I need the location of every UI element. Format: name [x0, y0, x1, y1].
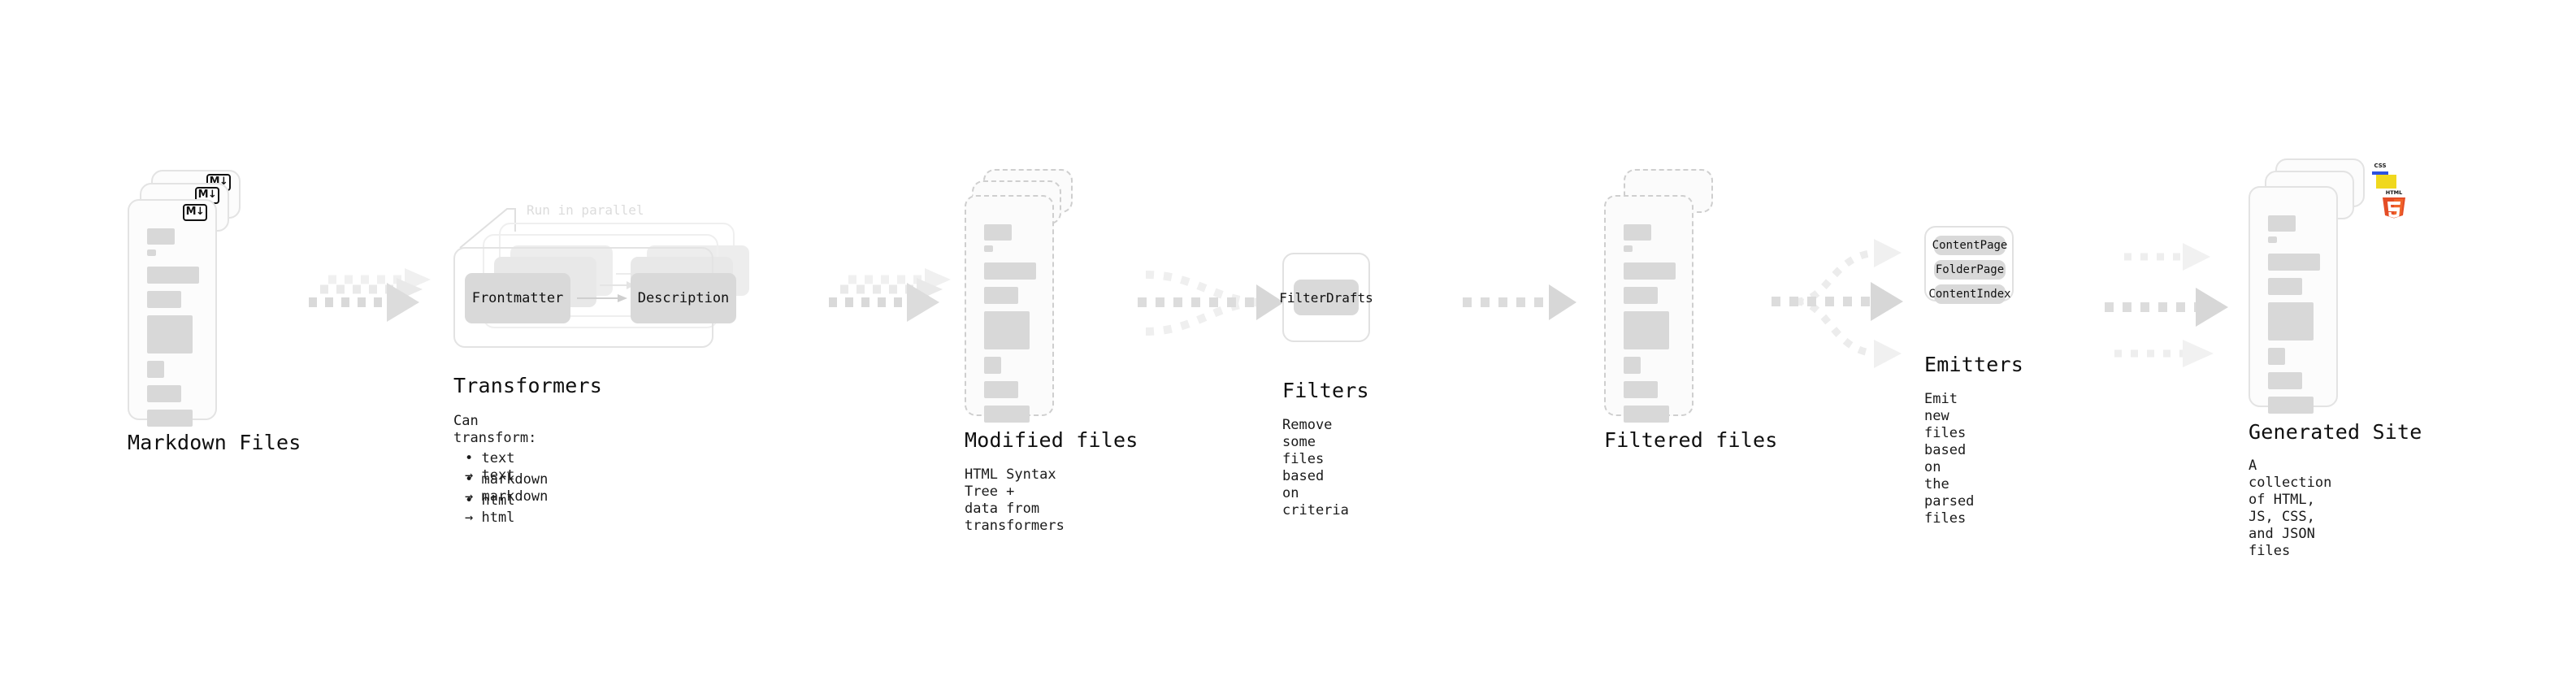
doc-line — [2268, 215, 2296, 232]
transformer-arrow-front — [577, 294, 627, 302]
doc-line — [147, 291, 182, 308]
stage-title-modified-files: Modified files — [965, 428, 1138, 452]
css3-badge: CSS — [2372, 163, 2388, 175]
doc-line — [2268, 302, 2314, 340]
doc-line — [1624, 381, 1659, 398]
doc-line — [2268, 236, 2277, 243]
doc-line — [147, 410, 193, 427]
modified-card-front — [965, 195, 1054, 423]
doc-line — [2268, 397, 2314, 414]
doc-line — [147, 361, 165, 378]
transformer-chip-description-label: Description — [637, 290, 730, 306]
stage-title-transformers: Transformers — [453, 374, 603, 397]
markdown-card-front — [128, 199, 217, 427]
transformers-bullet-3: • html → html — [465, 492, 515, 526]
doc-line — [2268, 372, 2303, 389]
stage-title-emitters: Emitters — [1924, 353, 2024, 376]
markdown-card-content — [147, 228, 199, 434]
transformer-chip-frontmatter-label: Frontmatter — [471, 290, 564, 306]
connector-filtered-to-emitters — [1772, 239, 1903, 368]
connector-emitters-to-site — [2105, 243, 2228, 367]
filters-desc: Remove some files based on criteria — [1282, 417, 1349, 518]
emitters-chip-contentindex-label: ContentIndex — [1928, 288, 2011, 301]
filters-chip-filterdrafts[interactable]: FilterDrafts — [1279, 280, 1373, 315]
doc-line — [984, 381, 1019, 398]
emitters-chip-contentindex[interactable]: ContentIndex — [1928, 284, 2011, 304]
transformer-chip-frontmatter[interactable]: Frontmatter — [465, 273, 570, 323]
doc-line — [2268, 348, 2286, 365]
emitters-chip-contentpage[interactable]: ContentPage — [1932, 236, 2008, 255]
javascript-badge — [2376, 175, 2396, 189]
doc-line — [984, 357, 1002, 374]
doc-line — [984, 224, 1012, 241]
generated-card-front — [2249, 186, 2338, 414]
filters-chip-filterdrafts-label: FilterDrafts — [1279, 289, 1373, 306]
emitters-chip-contentpage-label: ContentPage — [1932, 239, 2008, 252]
doc-line — [1624, 311, 1669, 349]
connector-filters-to-filtered — [1463, 284, 1576, 320]
doc-line — [147, 385, 182, 402]
doc-line — [2268, 278, 2303, 295]
doc-line — [984, 406, 1030, 423]
connector-markdown-to-transformers — [309, 268, 431, 322]
connector-transformers-to-modified — [829, 268, 951, 322]
transformer-chip-description[interactable]: Description — [631, 273, 736, 323]
transformers-bullet-3-label: html → html — [465, 492, 515, 526]
doc-line — [1624, 406, 1669, 423]
generated-site-desc: A collection of HTML, JS, CSS, and JSON … — [2249, 458, 2332, 559]
doc-line — [1624, 245, 1633, 252]
emitters-chip-folderpage[interactable]: FolderPage — [1934, 260, 2006, 280]
doc-line — [147, 249, 156, 256]
modified-card-content — [984, 224, 1036, 430]
connector-modified-to-filters — [1138, 271, 1284, 336]
doc-line — [984, 245, 993, 252]
markdown-badge-front: M↓ — [183, 204, 207, 221]
svg-text:HTML: HTML — [2386, 189, 2402, 196]
doc-line — [984, 262, 1036, 280]
filtered-card-content — [1624, 224, 1676, 430]
doc-line — [1624, 262, 1676, 280]
stage-title-generated-site: Generated Site — [2249, 420, 2422, 444]
generated-card-content — [2268, 215, 2320, 421]
transformers-bullet-2: • markdown → markdown — [465, 471, 549, 505]
doc-line — [147, 228, 175, 245]
run-in-parallel-leader — [459, 208, 516, 249]
doc-line — [147, 315, 193, 354]
doc-line — [2268, 254, 2320, 271]
transformers-desc: Can transform: — [453, 413, 537, 446]
transformers-bullet-2-label: markdown → markdown — [465, 471, 549, 505]
emitters-desc: Emit new files based on the parsed files — [1924, 391, 1975, 527]
stage-title-markdown-files: Markdown Files — [128, 431, 301, 454]
doc-line — [984, 287, 1019, 304]
filtered-card-front — [1604, 195, 1693, 423]
transformers-bullet-1-label: text → text — [465, 450, 515, 484]
run-in-parallel-label: Run in parallel — [527, 202, 644, 218]
doc-line — [1624, 287, 1659, 304]
stage-title-filters: Filters — [1282, 379, 1369, 402]
emitters-chip-folderpage-label: FolderPage — [1935, 263, 2005, 276]
doc-line — [1624, 224, 1651, 241]
html5-badge: HTML — [2383, 189, 2405, 219]
doc-line — [147, 267, 199, 284]
doc-line — [1624, 357, 1641, 374]
doc-line — [984, 311, 1030, 349]
transformers-bullet-1: • text → text — [465, 450, 515, 484]
stage-title-filtered-files: Filtered files — [1604, 428, 1778, 452]
modified-files-desc: HTML Syntax Tree + data from transformer… — [965, 466, 1065, 534]
